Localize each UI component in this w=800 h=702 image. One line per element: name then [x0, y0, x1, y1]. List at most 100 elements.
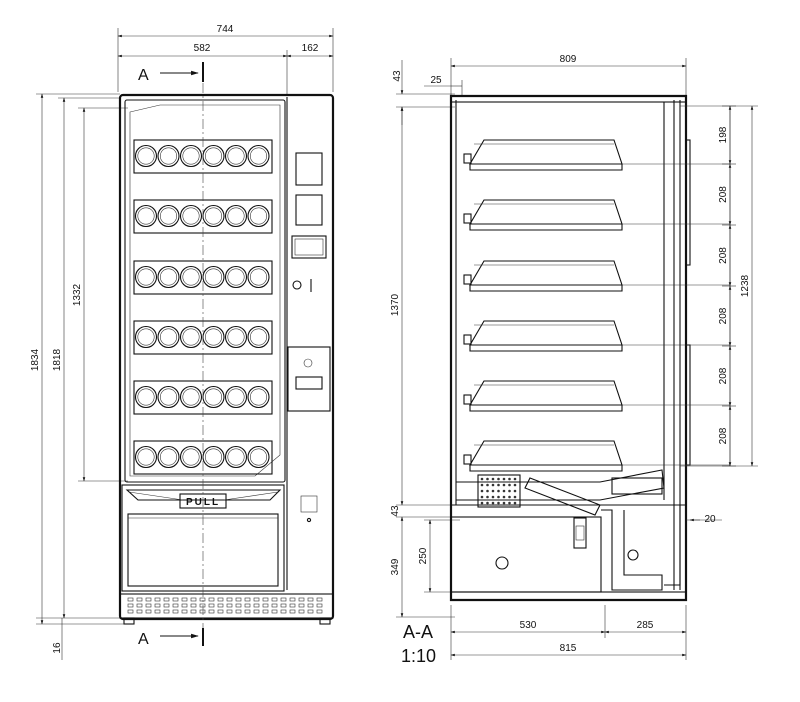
grille-hole	[480, 477, 484, 481]
side-tray	[469, 440, 623, 466]
grille-hole	[508, 495, 511, 499]
grille-hole	[513, 501, 517, 505]
dim-panel-width: 162	[302, 43, 319, 54]
spiral-coil	[202, 325, 225, 349]
spiral-coil	[202, 265, 225, 289]
dim-inset: 25	[430, 75, 442, 86]
glass-door	[124, 99, 286, 483]
vent-slot	[190, 597, 197, 602]
grille-hole	[491, 489, 495, 493]
spiral-coil	[179, 265, 203, 289]
dim-overall-height: 1834	[30, 348, 41, 371]
vent-slot	[271, 609, 278, 614]
vent-slot	[172, 597, 179, 602]
vent-slot	[298, 603, 305, 608]
side-tray	[469, 199, 623, 225]
dim-tray-spacing: 208	[718, 307, 729, 324]
grille-hole	[497, 501, 500, 505]
spiral-coil	[134, 385, 158, 409]
grille-hole	[513, 477, 517, 481]
grille-hole	[513, 495, 517, 499]
spiral-coil	[157, 325, 180, 349]
vent-slot	[136, 609, 143, 614]
grille-hole	[491, 477, 495, 481]
dim-rear-depth: 285	[637, 620, 654, 631]
dim-top-gap: 43	[392, 70, 403, 82]
vent-slot	[298, 597, 305, 602]
vent-slot	[262, 609, 269, 614]
spiral-coil	[224, 325, 248, 349]
spiral-coil	[224, 144, 248, 168]
vent-slot	[280, 609, 287, 614]
vent-slot	[262, 603, 269, 608]
vent-slot	[289, 609, 296, 614]
spiral-coil	[202, 204, 225, 228]
dim-right-offset: 20	[704, 514, 716, 525]
spiral-coil	[224, 385, 248, 409]
vent-slot	[181, 609, 188, 614]
dim-front-depth: 530	[520, 620, 537, 631]
spiral-coil	[134, 325, 158, 349]
spiral-coil	[157, 385, 180, 409]
coin-button	[292, 280, 302, 290]
vent-slot	[127, 609, 134, 614]
bin-wheel	[495, 556, 509, 570]
vent-slot	[226, 597, 233, 602]
vent-slot	[217, 597, 224, 602]
side-tray	[469, 260, 623, 286]
spiral-coil	[179, 204, 203, 228]
vent-slot	[316, 603, 323, 608]
vent-slot	[217, 603, 224, 608]
grille-hole	[502, 501, 506, 505]
grille-hole	[491, 495, 495, 499]
vent-slot	[244, 609, 251, 614]
spiral-coil	[134, 265, 158, 289]
dim-bin-height: 250	[418, 547, 429, 564]
vent-slot	[136, 597, 143, 602]
vent-slot	[154, 609, 161, 614]
section-marker-top: A	[138, 67, 149, 84]
pull-label: PULL	[186, 497, 220, 508]
vent-slot	[280, 603, 287, 608]
dim-tray-spacing: 208	[718, 427, 729, 444]
dim-tray-spacing: 208	[718, 186, 729, 203]
vent-slot	[145, 597, 152, 602]
vent-slot	[244, 603, 251, 608]
spiral-coil	[134, 204, 158, 228]
vent-slot	[208, 609, 215, 614]
vent-slot	[136, 603, 143, 608]
dim-depth: 809	[560, 54, 577, 65]
vent-slot	[154, 597, 161, 602]
dim-foot-height: 16	[52, 642, 63, 654]
dim-trays-total: 1238	[740, 274, 751, 297]
spiral-coil	[202, 385, 225, 409]
front-view: 744 582 162 1834 1818 1332 16	[30, 24, 335, 660]
grille-hole	[486, 489, 489, 493]
grille-hole	[502, 483, 506, 487]
grille-hole	[508, 483, 511, 487]
vent-slot	[298, 609, 305, 614]
vent-slot	[163, 603, 170, 608]
dim-base-gap: 43	[390, 505, 401, 517]
grille-hole	[497, 483, 500, 487]
grille-hole	[497, 477, 500, 481]
vent-slot	[190, 603, 197, 608]
grille	[480, 477, 517, 505]
spiral-coil	[157, 144, 180, 168]
grille-hole	[491, 501, 495, 505]
vent-slot	[145, 603, 152, 608]
grille-hole	[486, 483, 489, 487]
vent-slot	[199, 603, 206, 608]
grille-hole	[497, 495, 500, 499]
spiral-coil	[224, 204, 248, 228]
vent-slot	[316, 609, 323, 614]
spiral-coil	[134, 144, 158, 168]
vent-slot	[172, 603, 179, 608]
vent-slot	[271, 597, 278, 602]
dim-lower-height: 349	[390, 558, 401, 575]
spiral-coil	[202, 144, 225, 168]
vent-slot	[226, 603, 233, 608]
grille-hole	[513, 483, 517, 487]
spiral-coil	[247, 144, 270, 168]
